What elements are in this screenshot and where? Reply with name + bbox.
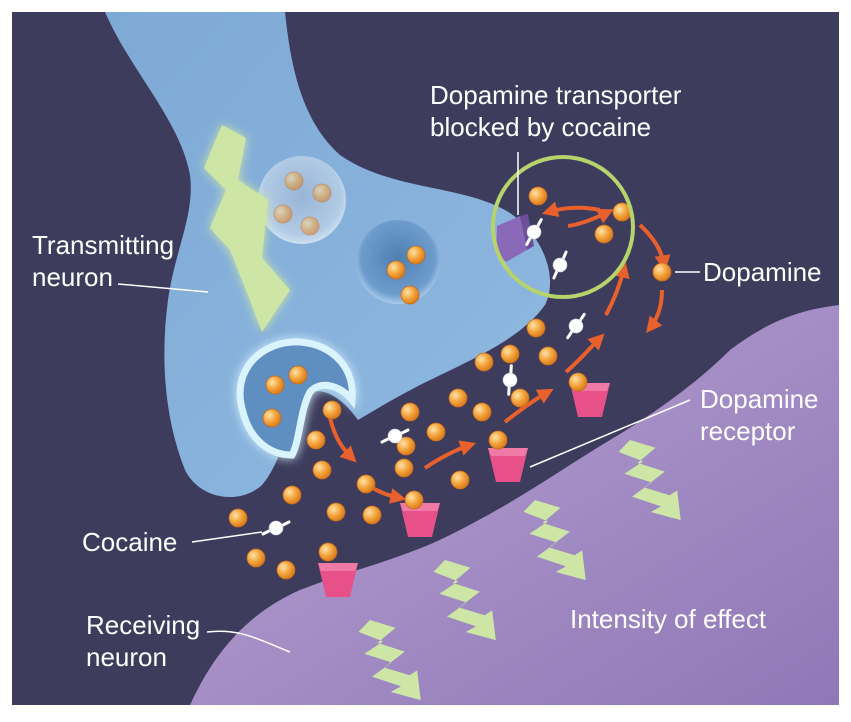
dopamine-molecule (527, 319, 545, 337)
dopamine-molecule (313, 461, 331, 479)
dopamine-molecule (274, 205, 292, 223)
dopamine-molecule (301, 217, 319, 235)
dopamine-molecule (327, 503, 345, 521)
dopamine-molecule (289, 366, 307, 384)
dopamine-molecule (363, 506, 381, 524)
dopamine-molecule (247, 549, 265, 567)
dopamine-molecule (569, 373, 587, 391)
dopamine-molecule (427, 423, 445, 441)
dopamine-molecule (387, 261, 405, 279)
dopamine-molecule (449, 389, 467, 407)
dopamine-molecule (451, 471, 469, 489)
dopamine-molecule (285, 172, 303, 190)
label-receiving-line2: neuron (86, 642, 167, 672)
dopamine-molecule (319, 543, 337, 561)
dopamine-molecule (501, 345, 519, 363)
dopamine-molecule (473, 403, 491, 421)
label-receptor-line2: receptor (700, 416, 796, 446)
dopamine-molecule (407, 246, 425, 264)
label-receiving-line1: Receiving (86, 610, 200, 640)
dopamine-molecule (313, 184, 331, 202)
dopamine-molecule (475, 353, 493, 371)
label-transmitting-line1: Transmitting (32, 230, 174, 260)
dopamine-molecule (307, 431, 325, 449)
label-transmitting-line2: neuron (32, 262, 113, 292)
dopamine-molecule (323, 401, 341, 419)
dopamine-molecule (595, 225, 613, 243)
dopamine-molecule (395, 459, 413, 477)
dopamine-molecule (401, 403, 419, 421)
dopamine-molecule (401, 286, 419, 304)
label-intensity: Intensity of effect (570, 604, 767, 634)
dopamine-molecule (653, 263, 671, 281)
dopamine-molecule (277, 561, 295, 579)
label-dopamine: Dopamine (703, 257, 822, 287)
dopamine-molecule (405, 491, 423, 509)
dopamine-molecule (489, 431, 507, 449)
dopamine-molecule (539, 347, 557, 365)
dopamine-molecule (266, 376, 284, 394)
dopamine-molecule (283, 486, 301, 504)
label-cocaine: Cocaine (82, 527, 177, 557)
label-receptor-line1: Dopamine (700, 384, 819, 414)
label-transporter-line1: Dopamine transporter (430, 80, 682, 110)
dopamine-molecule (529, 187, 547, 205)
dopamine-molecule (511, 389, 529, 407)
dopamine-molecule (357, 475, 375, 493)
dopamine-molecule (263, 409, 281, 427)
dopamine-molecule (229, 509, 247, 527)
label-transporter-line2: blocked by cocaine (430, 112, 651, 142)
